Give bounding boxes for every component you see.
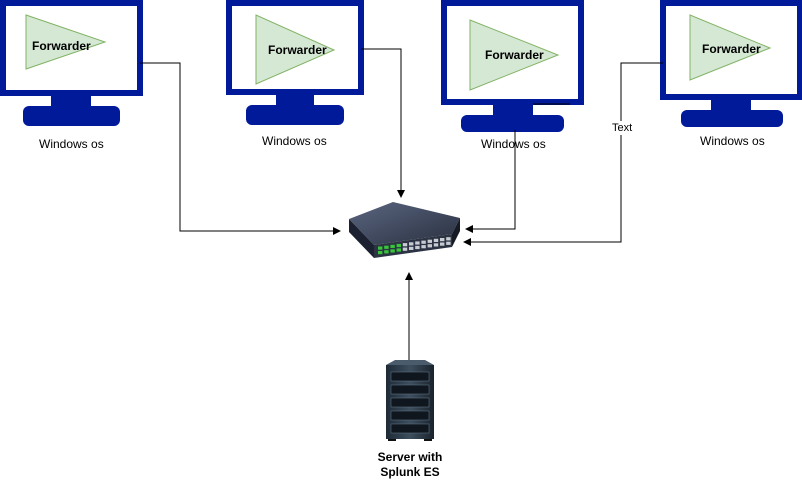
network-switch (349, 202, 460, 258)
forwarder-2-triangle (255, 14, 336, 85)
monitor-1-neck (51, 92, 91, 106)
forwarder-3-triangle (469, 19, 560, 91)
os-label-4: Windows os (700, 134, 765, 148)
switch-port (440, 242, 445, 246)
server-rack (386, 360, 434, 441)
switch-port (421, 245, 426, 249)
switch-port (409, 246, 414, 250)
rack-foot-right (424, 439, 432, 441)
monitor-1 (0, 0, 143, 126)
edge-label-bg (609, 121, 635, 135)
switch-port (446, 241, 451, 245)
rack-top (386, 360, 434, 365)
switch-port (415, 245, 420, 250)
switch-port (402, 243, 408, 247)
switch-port (396, 243, 401, 248)
switch-port (402, 247, 408, 251)
forwarder-1-triangle (25, 14, 107, 70)
switch-port (378, 246, 383, 250)
forwarder-3-label: Forwarder (485, 48, 544, 62)
switch-port (396, 248, 401, 252)
switch-top (349, 202, 460, 245)
rack-unit (390, 397, 430, 408)
switch-ports (378, 237, 451, 255)
rack-foot-left (388, 439, 396, 441)
monitor-2-stand (246, 105, 344, 125)
switch-port (427, 244, 432, 248)
rack-unit (390, 423, 430, 434)
switch-port (427, 239, 432, 243)
monitor-2 (226, 0, 364, 125)
switch-port (378, 251, 383, 255)
rack-unit (390, 371, 430, 382)
connector-monitor-2-to-switch (361, 48, 405, 198)
monitor-4 (660, 0, 802, 127)
forwarder-4-label: Forwarder (702, 42, 761, 56)
forwarder-2-label: Forwarder (268, 43, 327, 57)
switch-port (409, 242, 414, 246)
monitor-3-screen (441, 0, 584, 105)
monitor-4-stand (681, 110, 783, 127)
rack-unit (390, 384, 430, 395)
switch-port (433, 238, 439, 242)
switch-port (415, 241, 420, 245)
monitor-4-neck (711, 96, 751, 110)
switch-port (446, 237, 451, 241)
switch-port (433, 243, 439, 247)
edge-label: Text (612, 122, 633, 134)
server-label-line1: Server with (377, 450, 443, 464)
rack-unit (390, 410, 430, 421)
monitor-1-stand (23, 106, 120, 126)
switch-port (384, 245, 389, 249)
connector-monitor-4-to-switch (463, 62, 663, 246)
switch-port (421, 240, 426, 244)
monitor-2-neck (276, 91, 314, 105)
connector-monitor-3-to-switch (465, 130, 516, 233)
switch-port (440, 238, 445, 242)
switch-side (349, 219, 374, 258)
monitor-3-stand (461, 115, 564, 132)
switch-port (390, 244, 395, 248)
forwarder-1-label: Forwarder (32, 39, 91, 53)
switch-port (384, 250, 389, 254)
os-label-3: Windows os (481, 137, 546, 151)
switch-right-side (452, 218, 460, 247)
connector-monitor-1-to-switch (140, 62, 341, 235)
monitor-3 (441, 0, 584, 132)
os-label-1: Windows os (39, 137, 104, 151)
switch-port (390, 249, 395, 253)
server-label: Server with Splunk ES (360, 450, 460, 480)
monitor-3-neck (493, 101, 533, 115)
rack-units (390, 371, 430, 434)
forwarder-4-triangle (689, 14, 772, 81)
os-label-2: Windows os (262, 134, 327, 148)
server-label-line2: Splunk ES (380, 465, 440, 479)
